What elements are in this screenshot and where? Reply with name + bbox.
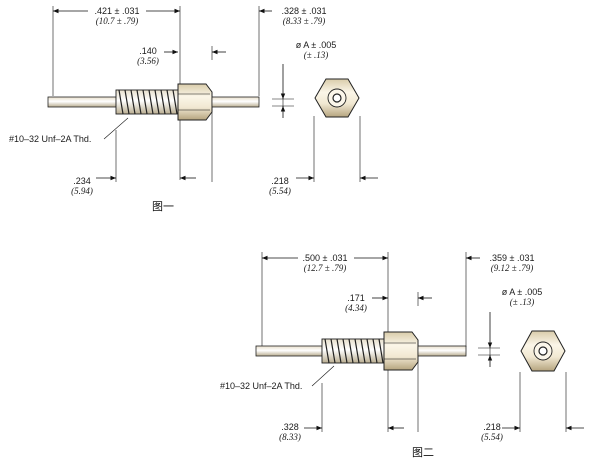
fig1-nut-dim-metric: (3.56) (137, 56, 159, 66)
fig1-diameter-dim-metric: (± .13) (304, 50, 328, 60)
fig2-hex-dim: .218 (483, 422, 501, 432)
fig2-nut-dim: .171 (347, 293, 365, 303)
fig2-nut-dim-metric: (4.34) (345, 303, 367, 313)
fig2-overall-dim-metric: (12.7 ± .79) (304, 263, 346, 273)
fig1-thread-length-dim-metric: (5.94) (71, 186, 93, 196)
fig2-thread-label: #10–32 Unf–2A Thd. (220, 381, 302, 391)
fig2-diameter-dim: ø A ± .005 (502, 287, 542, 297)
fig2-diameter-dim-metric: (± .13) (510, 297, 534, 307)
fig1-thread-length-dim: .234 (73, 176, 91, 186)
fig2-hex-end-view (520, 330, 566, 372)
fig2-caption: 图二 (412, 446, 434, 459)
fig1-hex-dim-metric: (5.54) (269, 186, 291, 196)
fig1-thread-label: #10–32 Unf–2A Thd. (9, 134, 91, 144)
fig1-overall-dim: .421 ± .031 (95, 6, 140, 16)
figure-1: .421 ± .031 (10.7 ± .79) .140 (3.56) .32… (9, 6, 378, 213)
fig2-overall-dim: .500 ± .031 (303, 253, 348, 263)
fig1-tail-dim-metric: (8.33 ± .79) (283, 16, 325, 26)
fig1-tail-dim: .328 ± .031 (282, 6, 327, 16)
fig1-caption: 图一 (152, 200, 174, 213)
fig1-hex-dim: .218 (271, 176, 289, 186)
figure-2: .500 ± .031 (12.7 ± .79) .171 (4.34) .35… (220, 252, 584, 459)
fig2-tail-dim-metric: (9.12 ± .79) (491, 263, 533, 273)
fig2-thread-length-dim-metric: (8.33) (279, 432, 301, 442)
fig2-hex-dim-metric: (5.54) (481, 432, 503, 442)
fig1-nut-dim: .140 (139, 46, 157, 56)
fig2-tail-dim: .359 ± .031 (490, 253, 535, 263)
fig1-overall-dim-metric: (10.7 ± .79) (96, 16, 138, 26)
fig2-thread-length-dim: .328 (281, 422, 299, 432)
fig1-hex-end-view (314, 78, 360, 118)
fig1-diameter-dim: ø A ± .005 (296, 40, 336, 50)
